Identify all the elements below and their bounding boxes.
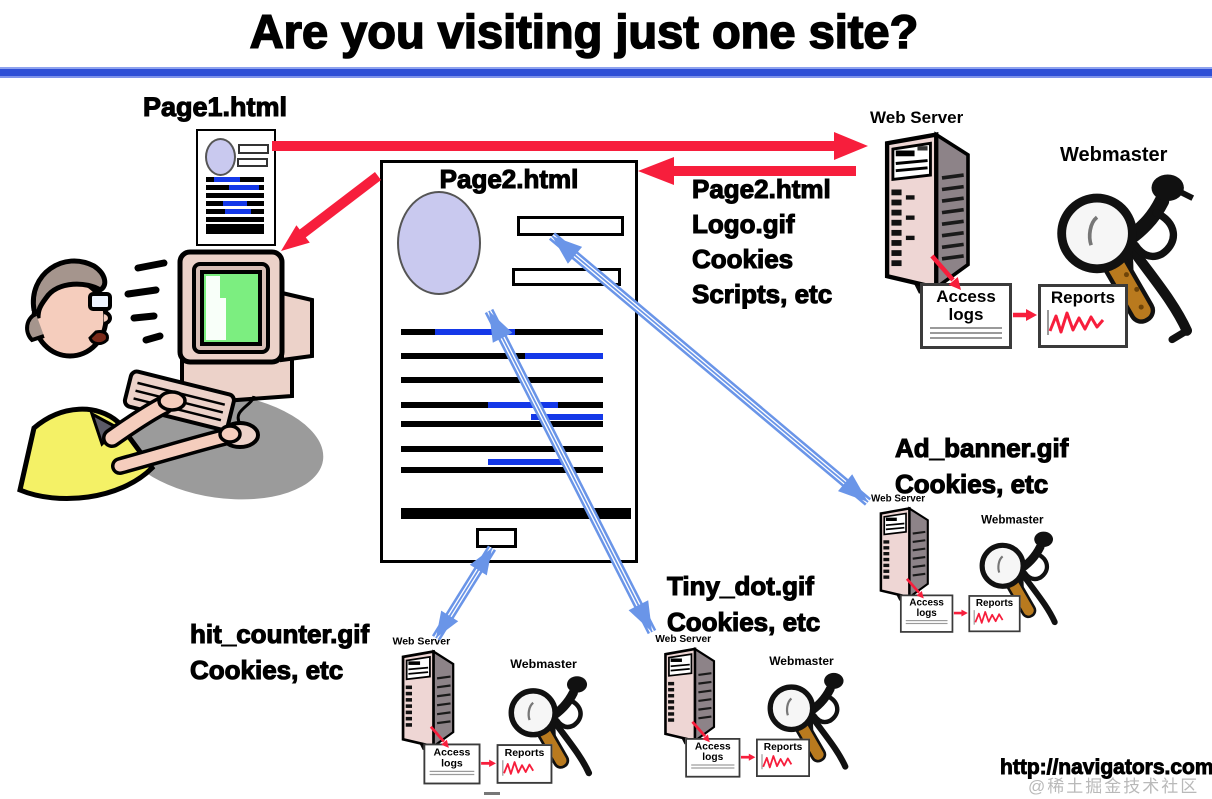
web-server-label: Web Server — [392, 635, 451, 647]
webmaster-label: Webmaster — [510, 657, 577, 671]
tiny-dot-caption: Tiny_dot.gif Cookies, etc — [666, 568, 821, 640]
caption-line: Tiny_dot.gif — [666, 570, 814, 601]
cluster-flow-arrows — [930, 254, 1037, 321]
response-item: Page2.html — [691, 173, 831, 204]
page2-counter-slot — [476, 528, 517, 548]
webmaster-label: Webmaster — [1060, 144, 1168, 166]
page2-document: Page2.html — [380, 160, 638, 563]
access-logs-box: Access logs — [423, 743, 481, 785]
page1-subhead-slot — [237, 158, 268, 167]
blue-divider — [0, 67, 1212, 78]
user-at-computer-clipart — [17, 249, 324, 501]
reports-box: Reports — [496, 744, 553, 784]
reports-label: Reports — [1050, 288, 1116, 307]
access-logs-label: Access logs — [909, 596, 944, 619]
watermark: @稀土掘金技术社区 — [1028, 777, 1200, 796]
magnifier-lens — [1057, 193, 1137, 274]
caption-line: Ad_banner.gif — [894, 432, 1069, 463]
web-server-cluster-ad-banner: Web Server Webmaster — [864, 493, 1067, 637]
reports-label: Reports — [763, 741, 803, 753]
webmaster-magnifier-icon — [979, 531, 1058, 627]
caption-line: hit_counter.gif — [189, 618, 370, 649]
page1-label: Page1.html — [142, 91, 288, 122]
web-server-cluster-hit-counter: Web Server Webmaster — [385, 635, 602, 789]
hand — [218, 424, 242, 444]
web-server-cluster-tiny-dot: Web Server Webmaster — [648, 633, 858, 782]
response-item: Logo.gif — [691, 208, 795, 239]
page2-footer-bar — [401, 508, 631, 519]
nose — [103, 310, 112, 326]
access-logs-box: Access logs — [899, 594, 954, 633]
page2-title: Page2.html — [439, 163, 579, 194]
web-server-icon — [401, 649, 466, 751]
page2-image-placeholder — [397, 191, 481, 295]
page2-banner-slot-top — [517, 216, 624, 236]
ad-banner-caption: Ad_banner.gif Cookies, etc — [894, 430, 1069, 502]
response-item: Cookies — [691, 243, 794, 274]
response-item: Scripts, etc — [691, 278, 833, 309]
reports-label: Reports — [975, 597, 1014, 609]
reports-label: Reports — [504, 746, 545, 759]
access-logs-label: Access logs — [936, 287, 996, 324]
caption-line: Cookies, etc — [894, 468, 1049, 499]
webmaster-label: Webmaster — [769, 654, 834, 668]
slide-title: Are you visiting just one site? — [249, 4, 919, 59]
hand — [157, 390, 187, 412]
access-logs-label: Access logs — [694, 740, 731, 763]
stray-mark — [484, 792, 500, 795]
web-server-label: Web Server — [870, 493, 926, 505]
webmaster-label: Webmaster — [981, 513, 1044, 527]
site-url: http://navigators.com — [1000, 756, 1212, 780]
report-chart-squiggle — [761, 754, 793, 770]
server-response-list: Page2.html Logo.gif Cookies Scripts, etc — [691, 172, 833, 312]
mouth — [88, 330, 109, 346]
access-logs-box: Access logs — [920, 283, 1012, 349]
access-logs-box: Access logs — [685, 738, 741, 778]
page1-image-placeholder — [205, 138, 236, 176]
access-logs-label: Access logs — [433, 745, 471, 769]
arm — [114, 431, 230, 472]
monitor-back — [280, 290, 314, 363]
log-lines-decoration — [923, 327, 1009, 339]
red-arrow-request-to-server — [272, 132, 868, 160]
glasses — [88, 292, 112, 311]
report-chart-squiggle — [502, 760, 534, 776]
web-server-label: Web Server — [655, 633, 712, 645]
reports-box: Reports — [1038, 284, 1128, 348]
page2-banner-slot-lower — [512, 268, 621, 286]
webmaster-head — [1151, 174, 1184, 202]
page1-headline-slot — [238, 144, 269, 154]
hit-counter-caption: hit_counter.gif Cookies, etc — [189, 616, 370, 688]
web-server-label: Web Server — [870, 108, 964, 127]
report-chart-squiggle — [973, 610, 1004, 625]
reports-box: Reports — [756, 738, 810, 777]
speed-lines — [124, 259, 168, 344]
caption-line: Cookies, etc — [189, 654, 344, 685]
page1-document-icon — [196, 129, 276, 246]
hair — [30, 258, 108, 320]
reports-box: Reports — [968, 595, 1021, 633]
report-chart-squiggle — [1047, 310, 1105, 335]
web-server-icon — [884, 131, 989, 294]
web-server-cluster-main: Web Server W — [858, 108, 1208, 356]
caption-line: Cookies, etc — [666, 606, 821, 637]
web-server-icon — [879, 506, 940, 601]
